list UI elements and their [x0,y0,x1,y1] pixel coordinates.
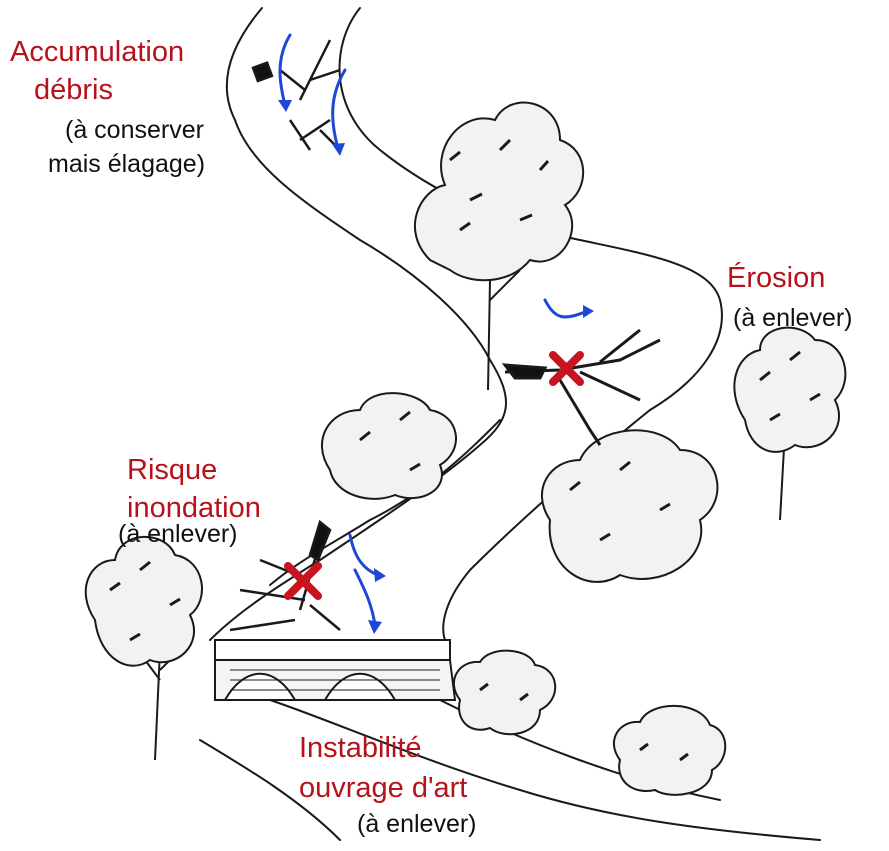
tree-icon [734,328,845,520]
bridge-note: (à enlever) [357,810,477,838]
erosion-note: (à enlever) [733,304,853,332]
flood-title-line1: Risque [127,454,217,486]
river-bank-left [210,8,506,640]
debris-note-line2: mais élagage) [48,150,205,178]
flow-arrow-icon [332,143,345,156]
flow-arrow-icon [374,568,386,582]
tree-icon [86,537,202,760]
fallen-tree [230,522,340,630]
fallen-tree [505,330,660,445]
flow-arrow-icon [278,100,292,112]
flow-arrow-icon [368,620,382,634]
debris-branches [253,40,340,150]
bridge-title-line1: Instabilité [299,732,422,764]
debris-title-line1: Accumulation [10,36,184,68]
river-bank-lower [270,700,820,840]
flow-arrow-icon [583,305,594,318]
flood-note: (à enlever) [118,520,238,548]
bridge-icon [215,640,455,700]
tree-icon [415,103,583,390]
debris-title-line2: débris [34,74,113,106]
erosion-title: Érosion [727,262,825,294]
debris-note-line1: (à conserver [65,116,204,144]
bridge-title-line2: ouvrage d'art [299,772,467,804]
